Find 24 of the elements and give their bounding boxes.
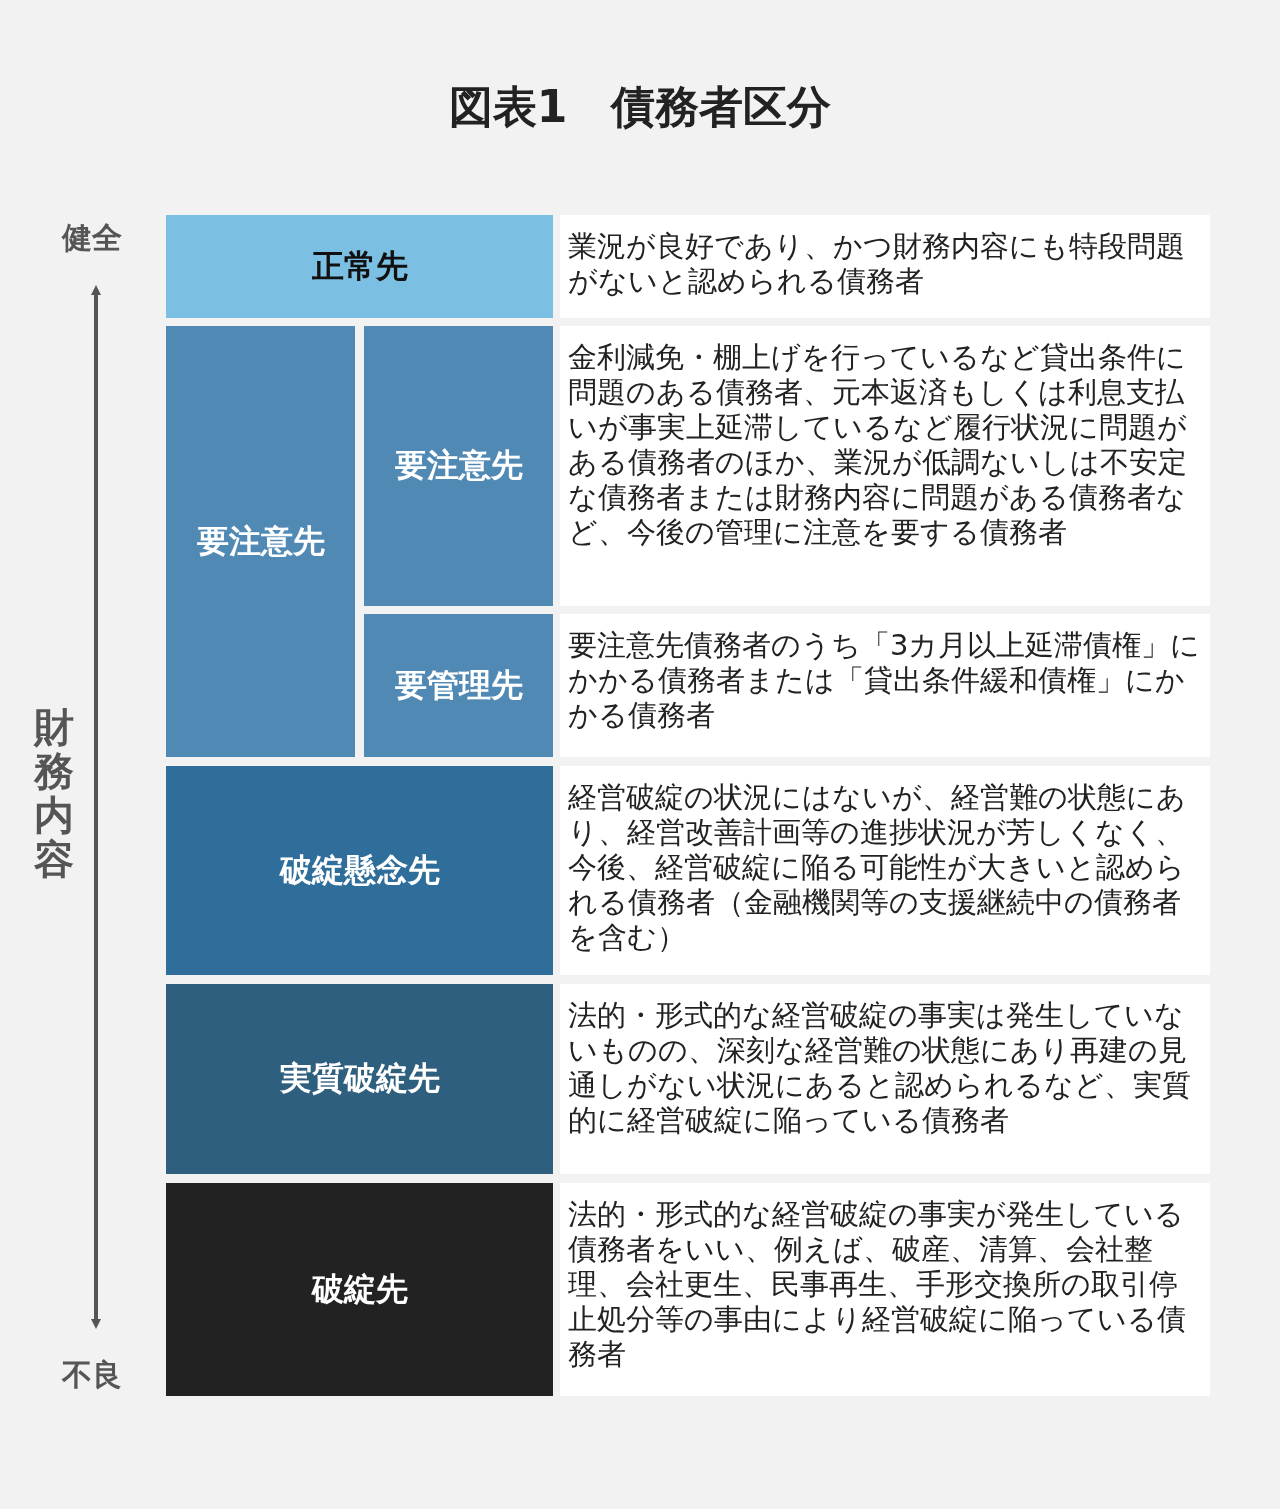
category-box — [166, 326, 355, 757]
description-text: 法的・形式的な経営破綻の事実が発生している債務者をいい、例えば、破産、清算、会社整理、会社更生、民事再生、手形交換所の取引停止処分等の事由により経営破綻に陥っている債務者 — [568, 1197, 1187, 1372]
category-label: 正常先 — [311, 245, 408, 287]
category-label: 要管理先 — [394, 664, 523, 706]
category-label: 要注意先 — [196, 520, 325, 562]
description-text: 要注意先債務者のうち「3カ月以上延滞債権」にかかる債務者または「貸出条件緩和債権」にかかる債務者 — [568, 628, 1202, 733]
category-label: 実質破綻先 — [279, 1058, 440, 1099]
title: 図表1 債務者区分 — [447, 80, 833, 134]
category-label: 要注意先 — [394, 445, 523, 486]
category-label: 破綻懸念先 — [279, 849, 440, 891]
axis-label: 健全 — [62, 219, 122, 257]
axis-title: 財務内容 — [34, 705, 74, 881]
category-box — [364, 326, 553, 606]
description-text: 法的・形式的な経営破綻の事実は発生していないものの、深刻な経営難の状態にあり再建の見通しがない状況にあると認められるなど、実質的に経営破綻に陥っている債務者 — [568, 998, 1192, 1138]
description-text: 業況が良好であり、かつ財務内容にも特段問題がないと認められる債務者 — [568, 229, 1186, 299]
category-box — [364, 614, 553, 757]
category-box — [166, 1183, 553, 1396]
category-label: 破綻先 — [311, 1268, 408, 1310]
axis-label: 不良 — [62, 1356, 122, 1394]
category-box — [166, 766, 553, 975]
description-text: 金利減免・棚上げを行っているなど貸出条件に問題のある債務者、元本返済もしくは利息支払いが事実上延滞しているなど履行状況に問題がある債務者のほか、業況が低調ないしは不安定な債務者または財務内容に問題がある債務者など、今後の管理に注意を要する債務者 — [568, 340, 1188, 550]
description-text: 経営破綻の状況にはないが、経営難の状態にあり、経営改善計画等の進捗状況が芳しくなく、今後、経営破綻に陥る可能性が大きいと認められる債務者（金融機関等の支援継続中の債務者を含む） — [568, 780, 1187, 955]
category-box — [166, 215, 553, 318]
category-box — [166, 984, 553, 1174]
